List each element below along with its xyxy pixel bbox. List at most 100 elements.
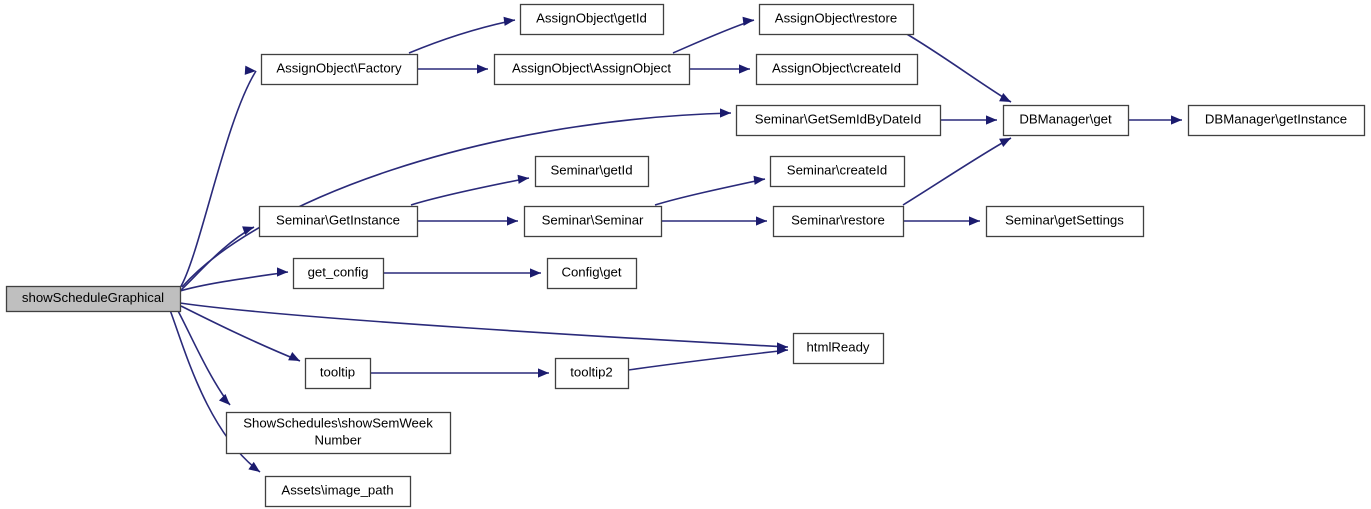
node-assetsImagePath[interactable]: Assets\image_path <box>264 475 412 508</box>
node-seminarGetId[interactable]: Seminar\getId <box>534 155 650 188</box>
arrowhead-icon <box>742 16 754 26</box>
node-tooltip2[interactable]: tooltip2 <box>554 357 630 390</box>
arrowhead-icon <box>507 216 518 226</box>
node-layer: showScheduleGraphical AssignObject\Factor… <box>5 3 1366 508</box>
edge-showScheduleGraphical-to-tooltip <box>180 305 301 362</box>
edge-tooltip2-to-htmlReady <box>627 345 789 371</box>
node-box[interactable] <box>735 104 942 137</box>
edge-line <box>904 32 1012 103</box>
node-seminarRestore[interactable]: Seminar\restore <box>772 205 905 238</box>
edge-getConfig-to-configGet <box>383 268 541 278</box>
edge-showScheduleGraphical-to-htmlReady <box>179 302 789 352</box>
node-tooltip[interactable]: tooltip <box>304 357 372 390</box>
node-box[interactable] <box>755 53 919 86</box>
arrowhead-icon <box>720 108 731 118</box>
node-box[interactable] <box>1002 104 1130 137</box>
node-assignObjectCreateId[interactable]: AssignObject\createId <box>755 53 919 86</box>
arrowhead-icon <box>756 216 767 226</box>
node-seminarGetSettings[interactable]: Seminar\getSettings <box>985 205 1145 238</box>
edge-line <box>176 308 231 406</box>
arrowhead-icon <box>777 345 788 355</box>
edge-seminarGetInstance-to-seminarGetId <box>410 174 530 206</box>
edge-assignObjectAssignObject-to-assignObjectCreateId <box>689 64 750 74</box>
edge-showScheduleGraphical-to-showSchedulesShowSemWeekNumber <box>176 308 231 406</box>
node-configGet[interactable]: Config\get <box>546 257 638 290</box>
node-box[interactable] <box>225 411 452 455</box>
node-getConfig[interactable]: get_config <box>292 257 385 290</box>
node-box[interactable] <box>769 155 906 188</box>
node-box[interactable] <box>519 3 665 36</box>
arrowhead-icon <box>753 175 765 185</box>
arrowhead-icon <box>999 92 1011 102</box>
edge-seminarGetSemIdByDateId-to-dbManagerGet <box>940 115 997 125</box>
arrowhead-icon <box>503 16 515 26</box>
node-seminarGetInstance[interactable]: Seminar\GetInstance <box>258 205 419 238</box>
arrowhead-icon <box>999 138 1011 148</box>
edge-line <box>179 302 789 348</box>
node-box[interactable] <box>792 332 885 365</box>
node-box[interactable] <box>554 357 630 390</box>
edge-line <box>902 137 1012 206</box>
arrowhead-icon <box>244 65 256 75</box>
node-box[interactable] <box>5 285 182 313</box>
edge-line <box>169 309 261 473</box>
node-assignObjectGetId[interactable]: AssignObject\getId <box>519 3 665 36</box>
node-box[interactable] <box>523 205 663 238</box>
edge-line <box>181 112 732 288</box>
edge-line <box>627 349 789 371</box>
edge-line <box>672 19 755 54</box>
edge-showScheduleGraphical-to-seminarGetSemIdByDateId <box>181 108 732 288</box>
node-box[interactable] <box>546 257 638 290</box>
edge-seminarSeminar-to-seminarRestore <box>661 216 767 226</box>
node-htmlReady[interactable]: htmlReady <box>792 332 885 365</box>
edge-seminarRestore-to-seminarGetSettings <box>903 216 980 226</box>
edge-tooltip-to-tooltip2 <box>370 368 549 378</box>
node-box[interactable] <box>1187 104 1366 137</box>
arrowhead-icon <box>517 174 529 184</box>
edge-line <box>654 178 766 206</box>
node-box[interactable] <box>304 357 372 390</box>
node-box[interactable] <box>493 53 691 86</box>
arrowhead-icon <box>1171 115 1182 125</box>
node-box[interactable] <box>758 3 915 36</box>
edge-showScheduleGraphical-to-seminarGetInstance <box>180 226 255 291</box>
arrowhead-icon <box>288 351 300 361</box>
node-box[interactable] <box>264 475 412 508</box>
node-assignObjectRestore[interactable]: AssignObject\restore <box>758 3 915 36</box>
arrowhead-icon <box>986 115 997 125</box>
node-box[interactable] <box>260 53 419 86</box>
node-assignObjectAssignObject[interactable]: AssignObject\AssignObject <box>493 53 691 86</box>
arrowhead-icon <box>277 267 288 277</box>
node-seminarCreateId[interactable]: Seminar\createId <box>769 155 906 188</box>
arrowhead-icon <box>242 226 254 236</box>
arrowhead-icon <box>530 268 541 278</box>
node-dbManagerGetInstance[interactable]: DBManager\getInstance <box>1187 104 1366 137</box>
arrowhead-icon <box>218 393 230 405</box>
edge-assignObjectFactory-to-assignObjectAssignObject <box>417 64 488 74</box>
arrowhead-icon <box>969 216 980 226</box>
node-box[interactable] <box>985 205 1145 238</box>
node-seminarGetSemIdByDateId[interactable]: Seminar\GetSemIdByDateId <box>735 104 942 137</box>
edge-showScheduleGraphical-to-assignObjectFactory <box>179 65 257 289</box>
node-assignObjectFactory[interactable]: AssignObject\Factory <box>260 53 419 86</box>
edge-assignObjectAssignObject-to-assignObjectRestore <box>672 16 755 54</box>
node-box[interactable] <box>292 257 385 290</box>
edge-line <box>410 177 530 206</box>
edge-line <box>179 70 257 289</box>
node-seminarSeminar[interactable]: Seminar\Seminar <box>523 205 663 238</box>
arrowhead-icon <box>739 64 750 74</box>
node-box[interactable] <box>534 155 650 188</box>
node-showScheduleGraphical[interactable]: showScheduleGraphical <box>5 285 182 313</box>
node-box[interactable] <box>258 205 419 238</box>
arrowhead-icon <box>248 461 260 472</box>
node-dbManagerGet[interactable]: DBManager\get <box>1002 104 1130 137</box>
edge-showScheduleGraphical-to-getConfig <box>179 267 289 292</box>
node-box[interactable] <box>772 205 905 238</box>
edge-assignObjectRestore-to-dbManagerGet <box>904 32 1012 103</box>
edge-line <box>408 19 516 54</box>
edge-seminarSeminar-to-seminarCreateId <box>654 175 766 206</box>
arrowhead-icon <box>538 368 549 378</box>
